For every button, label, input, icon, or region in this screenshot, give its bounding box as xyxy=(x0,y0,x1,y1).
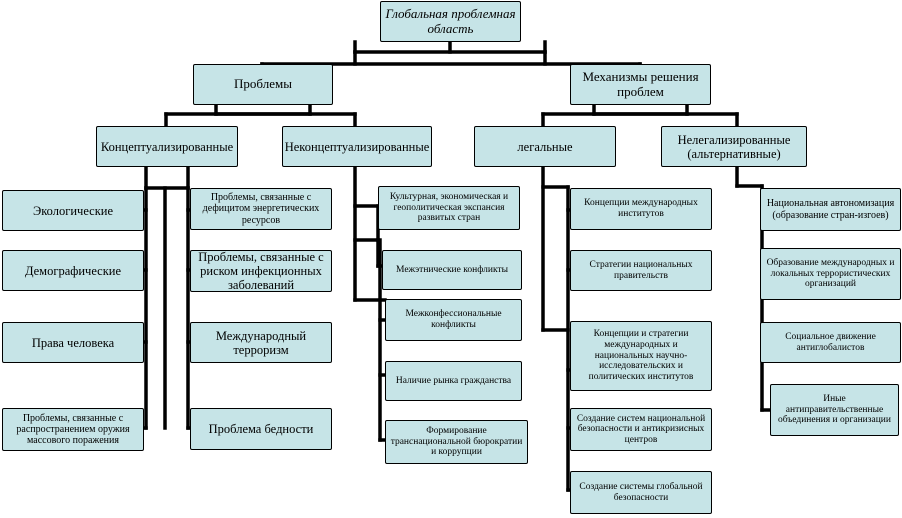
conceptual-item-label: Права человека xyxy=(31,335,115,350)
nonconceptual-item: Формирование транснациональной бюрократи… xyxy=(385,420,528,464)
legal-item-label: Стратегии национальных правительств xyxy=(589,259,693,281)
legal-label: легальные xyxy=(517,139,573,154)
nonconceptual-item: Культурная, экономическая и геополитичес… xyxy=(378,186,520,230)
illegal-label: Нелегализированные (альтернативные) xyxy=(677,132,791,161)
conceptual-item: Проблемы, связанные с риском инфекционны… xyxy=(190,250,332,292)
conceptual-item-label: Проблемы, связанные с риском инфекционны… xyxy=(198,250,324,292)
legal-item-label: Концепции и стратегии международных и на… xyxy=(588,329,694,382)
illegal-item: Национальная автономизация (образование … xyxy=(760,188,901,231)
illegal-item: Иные антиправительственные объединения и… xyxy=(770,384,899,436)
illegal-item-label: Социальное движение антиглобалистов xyxy=(785,331,876,353)
illegal-item: Социальное движение антиглобалистов xyxy=(760,322,901,363)
root-label: Глобальная проблемная область xyxy=(385,5,516,36)
nonconceptual-label: Неконцептуализированные xyxy=(284,139,430,154)
nonconceptual-item-label: Формирование транснациональной бюрократи… xyxy=(390,426,523,458)
nonconceptual-item: Наличие рынка гражданства xyxy=(385,361,522,401)
legal-item: Стратегии национальных правительств xyxy=(570,250,712,291)
legal-item: Концепции и стратегии международных и на… xyxy=(570,321,712,391)
illegal-item-label: Иные антиправительственные объединения и… xyxy=(778,394,891,426)
conceptual-node: Концептуализированные xyxy=(96,126,238,167)
legal-item: Создание систем национальной безопасност… xyxy=(570,408,712,451)
conceptual-item-label: Проблемы, связанные с распространением о… xyxy=(16,412,130,447)
conceptual-item: Проблемы, связанные с дефицитом энергети… xyxy=(190,188,332,230)
mechanisms-node: Механизмы решения проблем xyxy=(570,64,711,105)
nonconceptual-item-label: Межэтнические конфликты xyxy=(396,264,508,275)
nonconceptual-item-label: Наличие рынка гражданства xyxy=(395,375,512,386)
legal-item-label: Концепции международных институтов xyxy=(584,198,698,219)
mechanisms-label: Механизмы решения проблем xyxy=(582,68,699,99)
conceptual-item: Проблемы, связанные с распространением о… xyxy=(2,408,144,451)
conceptual-item-label: Проблема бедности xyxy=(208,422,314,436)
problems-node: Проблемы xyxy=(193,64,333,105)
root-node: Глобальная проблемная область xyxy=(380,1,521,42)
illegal-item: Образование международных и локальных те… xyxy=(760,248,901,300)
nonconceptual-item-label: Межконфессиональные конфликты xyxy=(405,309,502,330)
conceptual-item: Проблема бедности xyxy=(190,408,332,450)
illegal-item-label: Образование международных и локальных те… xyxy=(766,258,895,290)
nonconceptual-item: Межконфессиональные конфликты xyxy=(385,299,522,341)
illegal-node: Нелегализированные (альтернативные) xyxy=(661,126,807,167)
conceptual-item-label: Проблемы, связанные с дефицитом энергети… xyxy=(202,192,320,226)
legal-item: Концепции международных институтов xyxy=(570,188,712,230)
conceptual-item: Экологические xyxy=(2,190,144,231)
legal-item-label: Создание систем национальной безопасност… xyxy=(576,413,706,445)
nonconceptual-item-label: Культурная, экономическая и геополитичес… xyxy=(389,192,509,224)
legal-item-label: Создание системы глобальной безопасности xyxy=(579,481,703,503)
nonconceptual-item: Межэтнические конфликты xyxy=(382,250,522,290)
conceptual-label: Концептуализированные xyxy=(100,139,234,154)
problems-label: Проблемы xyxy=(234,76,292,92)
conceptual-item: Демографические xyxy=(2,250,144,291)
conceptual-item-label: Экологические xyxy=(32,203,114,218)
illegal-item-label: Национальная автономизация (образование … xyxy=(766,198,895,221)
conceptual-item-label: Международный терроризм xyxy=(215,328,307,357)
nonconceptual-node: Неконцептуализированные xyxy=(282,126,432,167)
legal-item: Создание системы глобальной безопасности xyxy=(570,471,712,514)
legal-node: легальные xyxy=(474,126,616,167)
conceptual-item: Права человека xyxy=(2,322,144,363)
conceptual-item: Международный терроризм xyxy=(190,322,332,363)
conceptual-item-label: Демографические xyxy=(24,263,122,278)
